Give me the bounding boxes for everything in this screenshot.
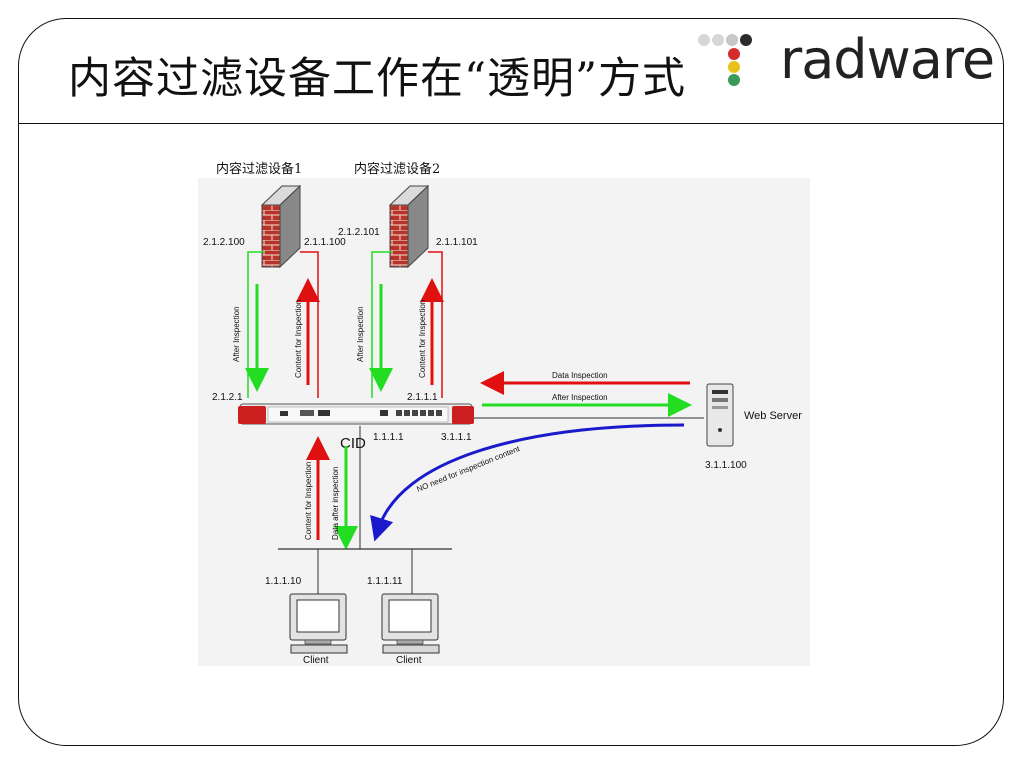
logo-dot bbox=[728, 74, 740, 86]
title-divider bbox=[19, 123, 1003, 124]
logo-dot bbox=[740, 34, 752, 46]
radware-logo-icon bbox=[698, 34, 752, 86]
client-1-monitor-icon bbox=[289, 593, 348, 654]
ip-client1: 1.1.1.10 bbox=[265, 576, 302, 587]
logo-dot bbox=[698, 34, 710, 46]
no-inspection-arrow bbox=[370, 423, 685, 542]
web-server-ip: 3.1.1.100 bbox=[705, 460, 747, 471]
fw2-after-label: After Inspection bbox=[356, 306, 365, 362]
logo-dot bbox=[712, 34, 724, 46]
fw2-red-link bbox=[428, 251, 443, 398]
fw1-after-label: After Inspection bbox=[232, 306, 241, 362]
ip-f2-right: 2.1.1.101 bbox=[436, 237, 478, 248]
fw2-green-link bbox=[371, 251, 392, 398]
ip-f1-left: 2.1.2.100 bbox=[203, 237, 245, 248]
fw1-red-link bbox=[300, 251, 319, 398]
lan-after-label: Data after inspection bbox=[331, 467, 340, 540]
firewall-1-icon bbox=[260, 184, 302, 269]
web-server-icon bbox=[706, 383, 734, 447]
ip-client2: 1.1.1.11 bbox=[367, 576, 403, 587]
web-server-label: Web Server bbox=[744, 410, 802, 422]
client-2-monitor-icon bbox=[381, 593, 440, 654]
client-1-label: Client bbox=[303, 655, 329, 666]
logo-dot bbox=[728, 48, 740, 60]
client-2-label: Client bbox=[396, 655, 422, 666]
ip-cid-wan: 3.1.1.1 bbox=[441, 432, 472, 443]
cid-device-icon bbox=[238, 403, 474, 425]
fw1-content-label: Content for Inspection bbox=[294, 300, 303, 378]
after-inspection-label: After Inspection bbox=[552, 393, 608, 402]
firewall-2-icon bbox=[388, 184, 430, 269]
ip-cid-right: 2.1.1.1 bbox=[407, 392, 438, 403]
fw2-content-label: Content for Inspection bbox=[418, 300, 427, 378]
cid-label: CID bbox=[340, 435, 366, 452]
logo-dot bbox=[726, 34, 738, 46]
ip-cid-left: 2.1.2.1 bbox=[212, 392, 243, 403]
filter2-label: 内容过滤设备2 bbox=[354, 161, 440, 177]
logo-dot bbox=[728, 61, 740, 73]
data-inspection-label: Data Inspection bbox=[552, 371, 608, 380]
ip-f2-left: 2.1.2.101 bbox=[338, 227, 380, 238]
radware-logo-text: radware bbox=[780, 28, 995, 91]
slide-frame bbox=[18, 18, 1004, 746]
ip-f1-right: 2.1.1.100 bbox=[304, 237, 346, 248]
slide-title: 内容过滤设备工作在“透明”方式 bbox=[68, 54, 686, 104]
lan-content-label: Content for Inspection bbox=[304, 462, 313, 540]
ip-cid-lan: 1.1.1.1 bbox=[373, 432, 404, 443]
fw1-green-link bbox=[247, 251, 264, 398]
filter1-label: 内容过滤设备1 bbox=[216, 161, 302, 177]
